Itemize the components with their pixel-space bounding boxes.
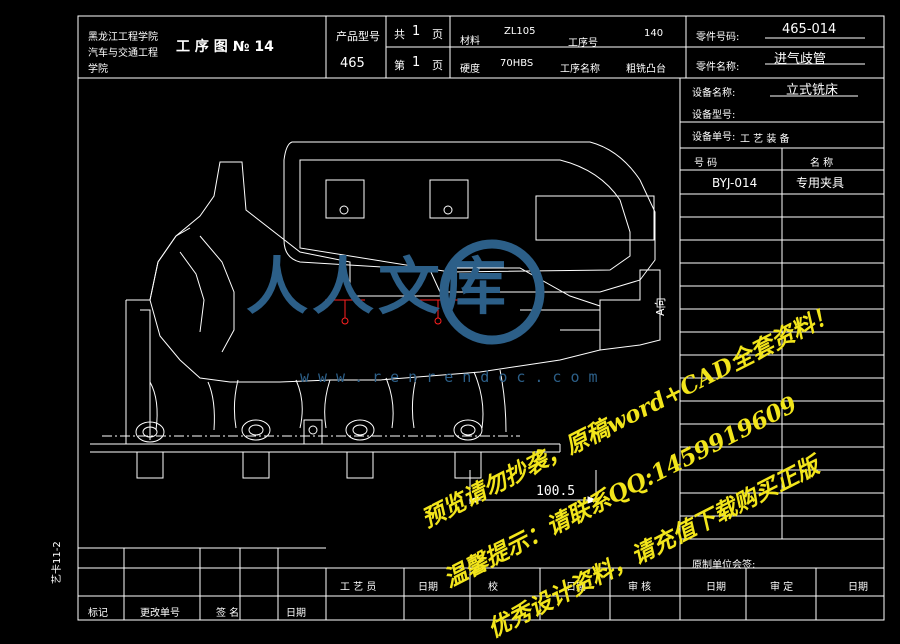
part-name-value: 进气歧管 <box>774 52 827 67</box>
date2-label: 日期 <box>418 582 438 593</box>
sheet-page-label: 页 <box>432 59 443 72</box>
review-label: 审 核 <box>628 582 652 593</box>
total-page-label: 页 <box>432 28 443 41</box>
check-label: 校 <box>488 582 498 593</box>
process-name-label: 工序名称 <box>560 64 600 75</box>
hardness-value: 70HBS <box>500 58 534 69</box>
school-department: 汽车与交通工程 <box>88 48 158 59</box>
tooling-col-no: 号 码 <box>694 158 718 169</box>
sign-label: 签 名 <box>216 608 240 619</box>
date5-label: 日期 <box>848 582 868 593</box>
equipment-model-label: 设备型号: <box>692 110 736 121</box>
watermark-url: www.renrendoc.com <box>300 368 607 386</box>
compile-unit-label: 原制单位会签: <box>692 560 756 571</box>
craftsman-label: 工 艺 员 <box>340 582 377 593</box>
total-value: 1 <box>412 24 421 39</box>
equipment-name-label: 设备名称: <box>692 88 736 99</box>
sheet-value: 1 <box>412 55 421 70</box>
watermark-logo: 人人文库 <box>246 250 511 323</box>
process-no-label: 工序号 <box>568 38 598 49</box>
hardness-label: 硬度 <box>460 64 480 75</box>
tooling-row1-no: BYJ-014 <box>712 176 758 190</box>
approve-label: 审 定 <box>770 582 794 593</box>
drawing-title: 工 序 图 № 14 <box>176 39 274 55</box>
process-name-value: 粗铣凸台 <box>626 64 666 75</box>
fixture-unit-label: 设备单号: <box>692 132 736 143</box>
product-model-value: 465 <box>340 56 365 71</box>
product-model-label: 产品型号 <box>336 30 380 43</box>
total-label: 共 <box>394 28 405 41</box>
part-name-label: 零件名称: <box>696 62 740 73</box>
material-value: ZL105 <box>504 26 536 37</box>
date3-label: 日期 <box>566 582 586 593</box>
date-label: 日期 <box>286 608 306 619</box>
mark-label: 标记 <box>88 608 108 619</box>
equipment-name-value: 立式铣床 <box>786 83 839 98</box>
school-department-suffix: 学院 <box>88 64 108 75</box>
change-no-label: 更改单号 <box>140 608 180 619</box>
dimension-value: 100.5 <box>536 484 576 499</box>
school-name: 黑龙江工程学院 <box>88 32 158 43</box>
process-no-value: 140 <box>644 28 664 39</box>
part-no-label: 零件号码: <box>696 32 740 43</box>
tooling-header: 工 艺 装 备 <box>740 134 790 145</box>
date4-label: 日期 <box>706 582 726 593</box>
sheet-label: 第 <box>394 59 405 72</box>
material-label: 材料 <box>460 36 480 47</box>
tooling-row1-name: 专用夹具 <box>796 176 845 190</box>
tooling-col-name: 名 称 <box>810 158 834 169</box>
part-no-value: 465-014 <box>782 22 837 37</box>
